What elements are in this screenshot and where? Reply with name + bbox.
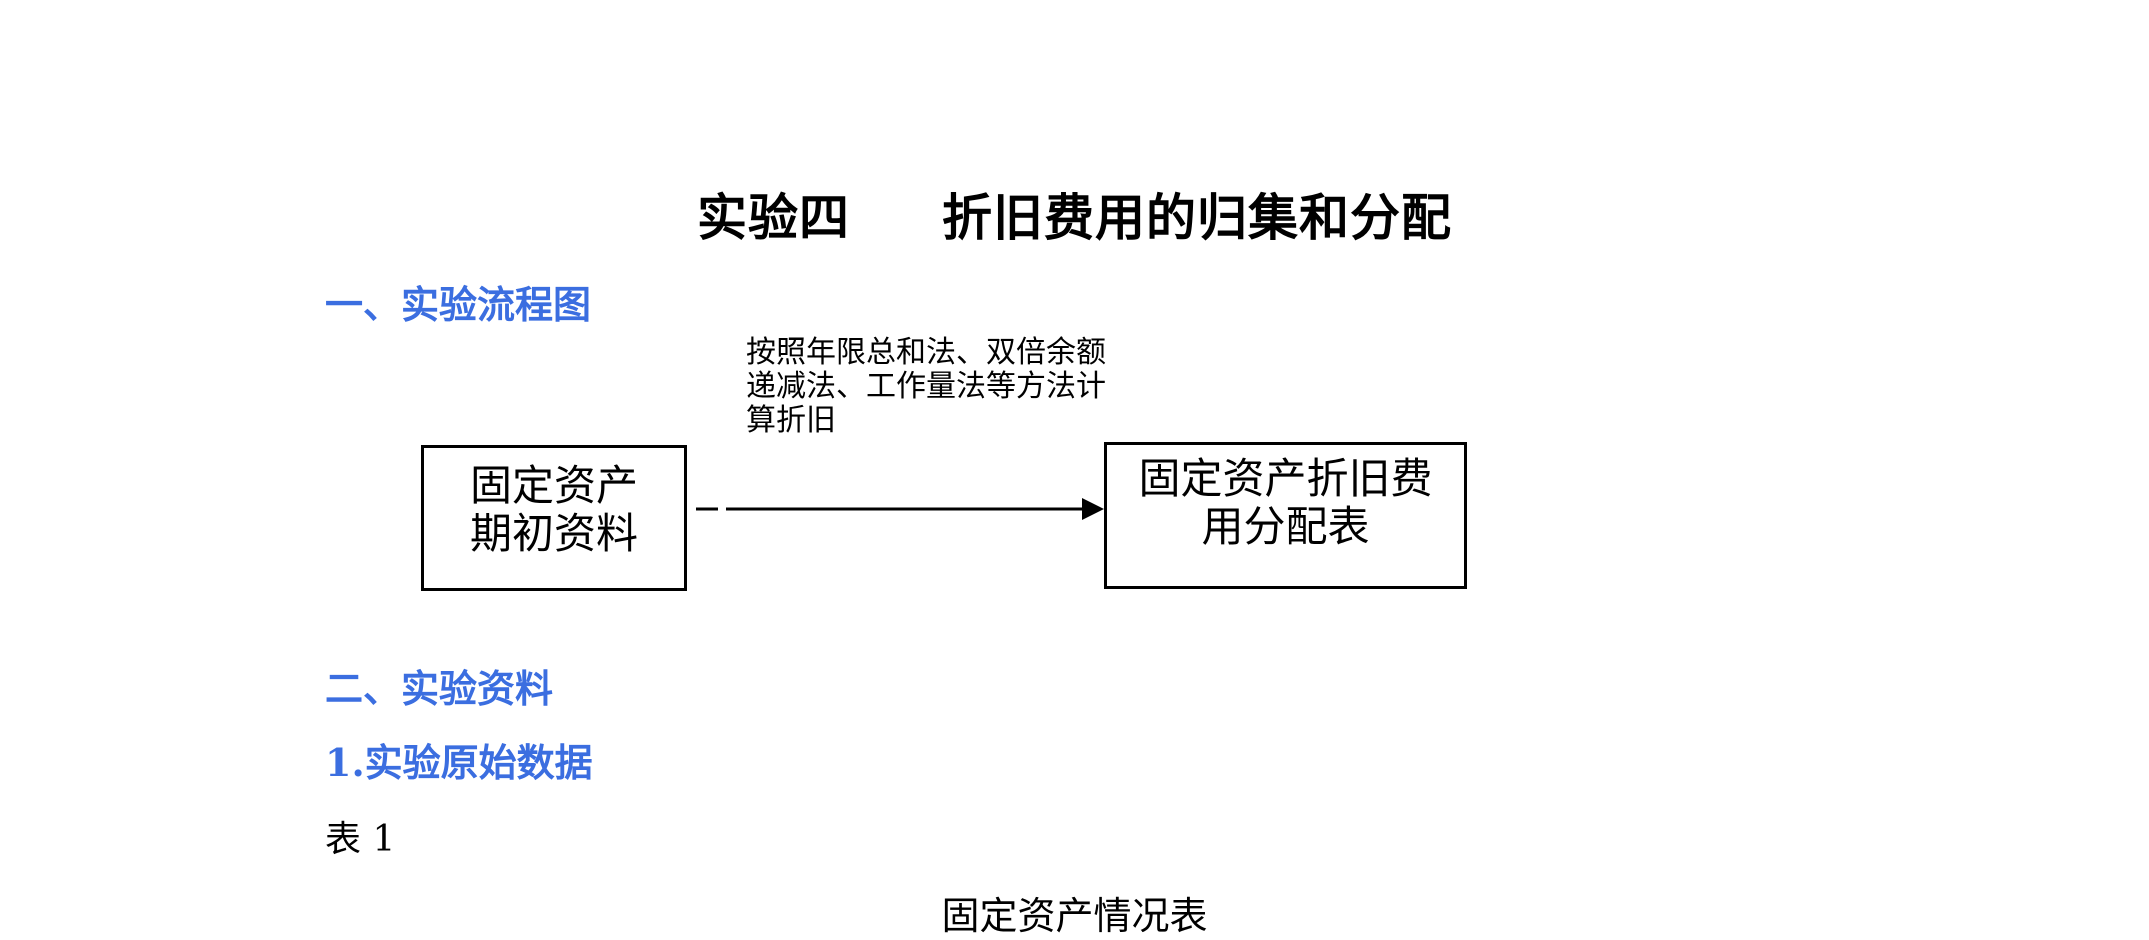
subsection-heading-raw-data: 1.实验原始数据 [325, 740, 593, 785]
flowchart-annotation: 按照年限总和法、双倍余额 递减法、工作量法等方法计 算折旧 [746, 336, 1156, 438]
section-heading-materials: 二、实验资料 [325, 666, 554, 711]
target-box-line: 固定资产折旧费 [1138, 454, 1433, 503]
flowchart-arrow [696, 498, 1104, 520]
target-box-line: 用分配表 [1201, 502, 1370, 551]
arrow-head [1082, 498, 1104, 520]
table-caption: 固定资产情况表 [941, 894, 1208, 938]
source-box-line: 固定资产 [469, 461, 638, 510]
section-heading-flowchart: 一、实验流程图 [325, 282, 592, 327]
table-label: 表 1 [325, 819, 396, 860]
document-page: 实验四 折旧费用的归集和分配 一、实验流程图 按照年限总和法、双倍余额 递减法、… [325, 188, 1467, 938]
annotation-line: 按照年限总和法、双倍余额 [746, 335, 1106, 370]
flowchart-target-box: 固定资产折旧费 用分配表 [1104, 442, 1467, 589]
flowchart-source-box: 固定资产 期初资料 [421, 445, 687, 591]
source-box-line: 期初资料 [469, 509, 638, 558]
annotation-line: 递减法、工作量法等方法计 [746, 369, 1106, 404]
annotation-line: 算折旧 [746, 403, 836, 438]
document-title: 实验四 折旧费用的归集和分配 [696, 188, 1453, 247]
